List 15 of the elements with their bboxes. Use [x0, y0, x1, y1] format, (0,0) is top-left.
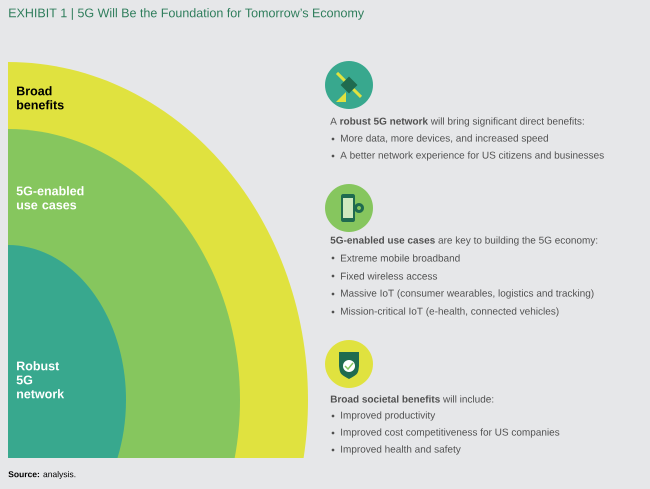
text-line: Fixed wireless access — [341, 272, 438, 280]
source-note: Source: analysis. — [8, 471, 76, 479]
text-line: A robust 5G network will bring significant direct benefits: — [330, 117, 584, 127]
text-line: Extreme mobile broadband — [341, 254, 460, 262]
text-line: Broad societal benefits will include: — [330, 395, 494, 403]
text-line: Improved cost competitiveness for US companies — [341, 428, 560, 438]
text-line: 5G-enabled use cases are key to building the 5G economy: — [330, 236, 598, 246]
text-line: Massive IoT (consumer wearables, logistics and tracking) — [341, 289, 594, 299]
ring-band: Robust 5G network — [8, 244, 126, 458]
text-line: More data, more devices, and increased speed — [341, 134, 548, 144]
text-line: A better network experience for US citizens and businesses — [340, 151, 604, 161]
text-line: Mission-critical IoT (e-health, connected vehicles) — [341, 307, 559, 317]
text-line: Improved productivity — [341, 411, 436, 421]
title: EXHIBIT 1 | 5G Will Be the Foundation for Tomorrow’s Economy — [9, 8, 364, 20]
text-line: Improved health and safety — [341, 445, 461, 455]
